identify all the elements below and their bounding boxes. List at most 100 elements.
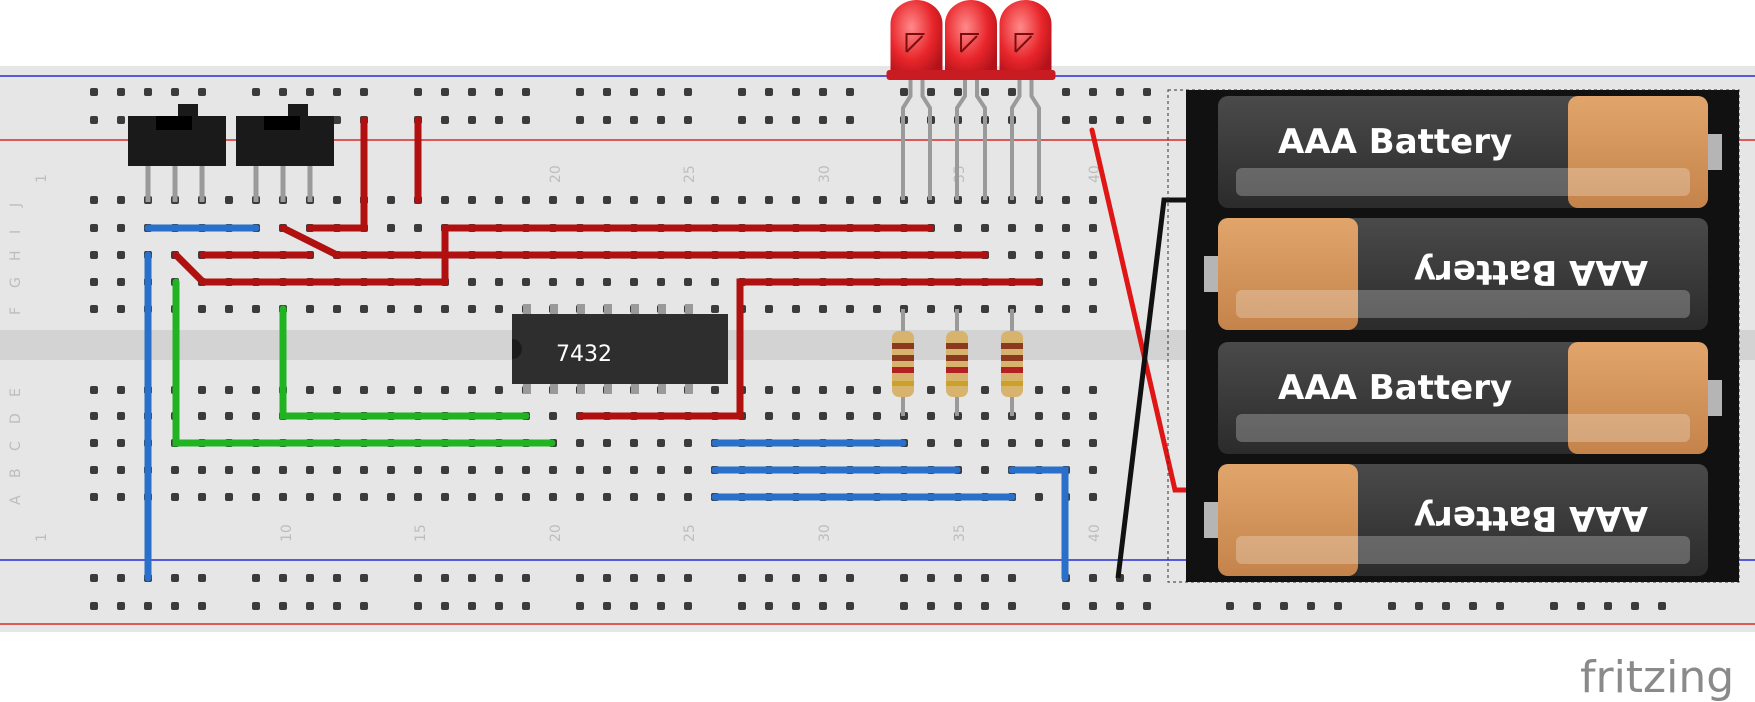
breadboard-hole <box>927 439 935 447</box>
breadboard-hole <box>495 116 503 124</box>
col-label: 25 <box>682 165 698 183</box>
breadboard-hole <box>333 574 341 582</box>
row-label: G <box>8 277 24 288</box>
col-label: 35 <box>952 524 968 542</box>
breadboard-hole <box>279 493 287 501</box>
breadboard-hole <box>333 386 341 394</box>
breadboard-hole <box>333 305 341 313</box>
breadboard-hole <box>630 574 638 582</box>
row-label: I <box>8 230 24 234</box>
breadboard-hole <box>981 574 989 582</box>
ic-pin <box>523 304 531 314</box>
breadboard-hole <box>144 88 152 96</box>
breadboard-hole <box>684 602 692 610</box>
breadboard-hole <box>1442 602 1450 610</box>
breadboard-hole <box>981 602 989 610</box>
breadboard-hole <box>576 466 584 474</box>
resistor <box>892 309 914 416</box>
breadboard-hole <box>1035 386 1043 394</box>
breadboard-hole <box>765 88 773 96</box>
breadboard-hole <box>1089 251 1097 259</box>
breadboard-hole <box>468 386 476 394</box>
breadboard-hole <box>171 574 179 582</box>
breadboard-hole <box>117 116 125 124</box>
breadboard-hole <box>981 305 989 313</box>
breadboard-hole <box>198 386 206 394</box>
breadboard-hole <box>846 574 854 582</box>
red-led[interactable] <box>941 0 1001 200</box>
breadboard-hole <box>414 574 422 582</box>
breadboard-hole <box>225 412 233 420</box>
breadboard-hole <box>1089 574 1097 582</box>
breadboard-hole <box>441 493 449 501</box>
breadboard-hole <box>1062 278 1070 286</box>
breadboard-hole <box>657 116 665 124</box>
breadboard-hole <box>1089 439 1097 447</box>
breadboard-hole <box>306 574 314 582</box>
breadboard-hole <box>495 466 503 474</box>
breadboard-hole <box>117 386 125 394</box>
breadboard-hole <box>981 412 989 420</box>
breadboard-hole <box>549 412 557 420</box>
breadboard-hole <box>1062 386 1070 394</box>
breadboard-hole <box>387 386 395 394</box>
breadboard-hole <box>1280 602 1288 610</box>
col-label: 20 <box>548 165 564 183</box>
slide-switch-2[interactable] <box>236 104 334 202</box>
breadboard-hole <box>819 116 827 124</box>
breadboard-hole <box>603 602 611 610</box>
ic-pin <box>685 384 693 394</box>
breadboard-hole <box>1035 305 1043 313</box>
breadboard-hole <box>1143 116 1151 124</box>
breadboard-hole <box>981 439 989 447</box>
breadboard-hole <box>819 574 827 582</box>
breadboard-hole <box>90 305 98 313</box>
breadboard-hole <box>1143 88 1151 96</box>
breadboard-hole <box>1143 602 1151 610</box>
breadboard-hole <box>792 574 800 582</box>
breadboard-hole <box>657 439 665 447</box>
breadboard-hole <box>711 386 719 394</box>
breadboard-hole <box>306 466 314 474</box>
breadboard-hole <box>1089 196 1097 204</box>
breadboard-hole <box>468 493 476 501</box>
row-label: A <box>8 495 24 505</box>
breadboard-hole <box>117 251 125 259</box>
breadboard-hole <box>306 386 314 394</box>
breadboard-hole <box>1089 224 1097 232</box>
breadboard-hole <box>522 602 530 610</box>
red-led[interactable] <box>995 0 1056 200</box>
breadboard-hole <box>1089 466 1097 474</box>
aaa-battery-cell: AAA Battery <box>1218 96 1722 208</box>
breadboard-hole <box>927 412 935 420</box>
breadboard-hole <box>630 439 638 447</box>
leds[interactable] <box>886 0 1056 200</box>
ic-7432[interactable]: 7432 <box>512 304 728 394</box>
breadboard-hole <box>117 574 125 582</box>
green-wire <box>279 305 530 420</box>
breadboard-hole <box>603 574 611 582</box>
breadboard-hole <box>819 305 827 313</box>
breadboard-hole <box>603 439 611 447</box>
red-led[interactable] <box>886 0 947 200</box>
breadboard-hole <box>846 602 854 610</box>
breadboard-hole <box>576 574 584 582</box>
breadboard-hole <box>954 88 962 96</box>
breadboard-hole <box>333 602 341 610</box>
breadboard-hole <box>684 196 692 204</box>
slide-switch-1[interactable] <box>128 104 226 202</box>
breadboard-hole <box>1253 602 1261 610</box>
breadboard-hole <box>225 493 233 501</box>
breadboard-hole <box>576 439 584 447</box>
breadboard-hole <box>657 196 665 204</box>
breadboard-hole <box>900 602 908 610</box>
breadboard-hole <box>225 305 233 313</box>
breadboard-hole <box>90 439 98 447</box>
breadboard-hole <box>954 602 962 610</box>
breadboard-hole <box>495 278 503 286</box>
breadboard-hole <box>1035 493 1043 501</box>
breadboard-hole <box>1226 602 1234 610</box>
breadboard-hole <box>279 88 287 96</box>
breadboard-hole <box>1062 224 1070 232</box>
